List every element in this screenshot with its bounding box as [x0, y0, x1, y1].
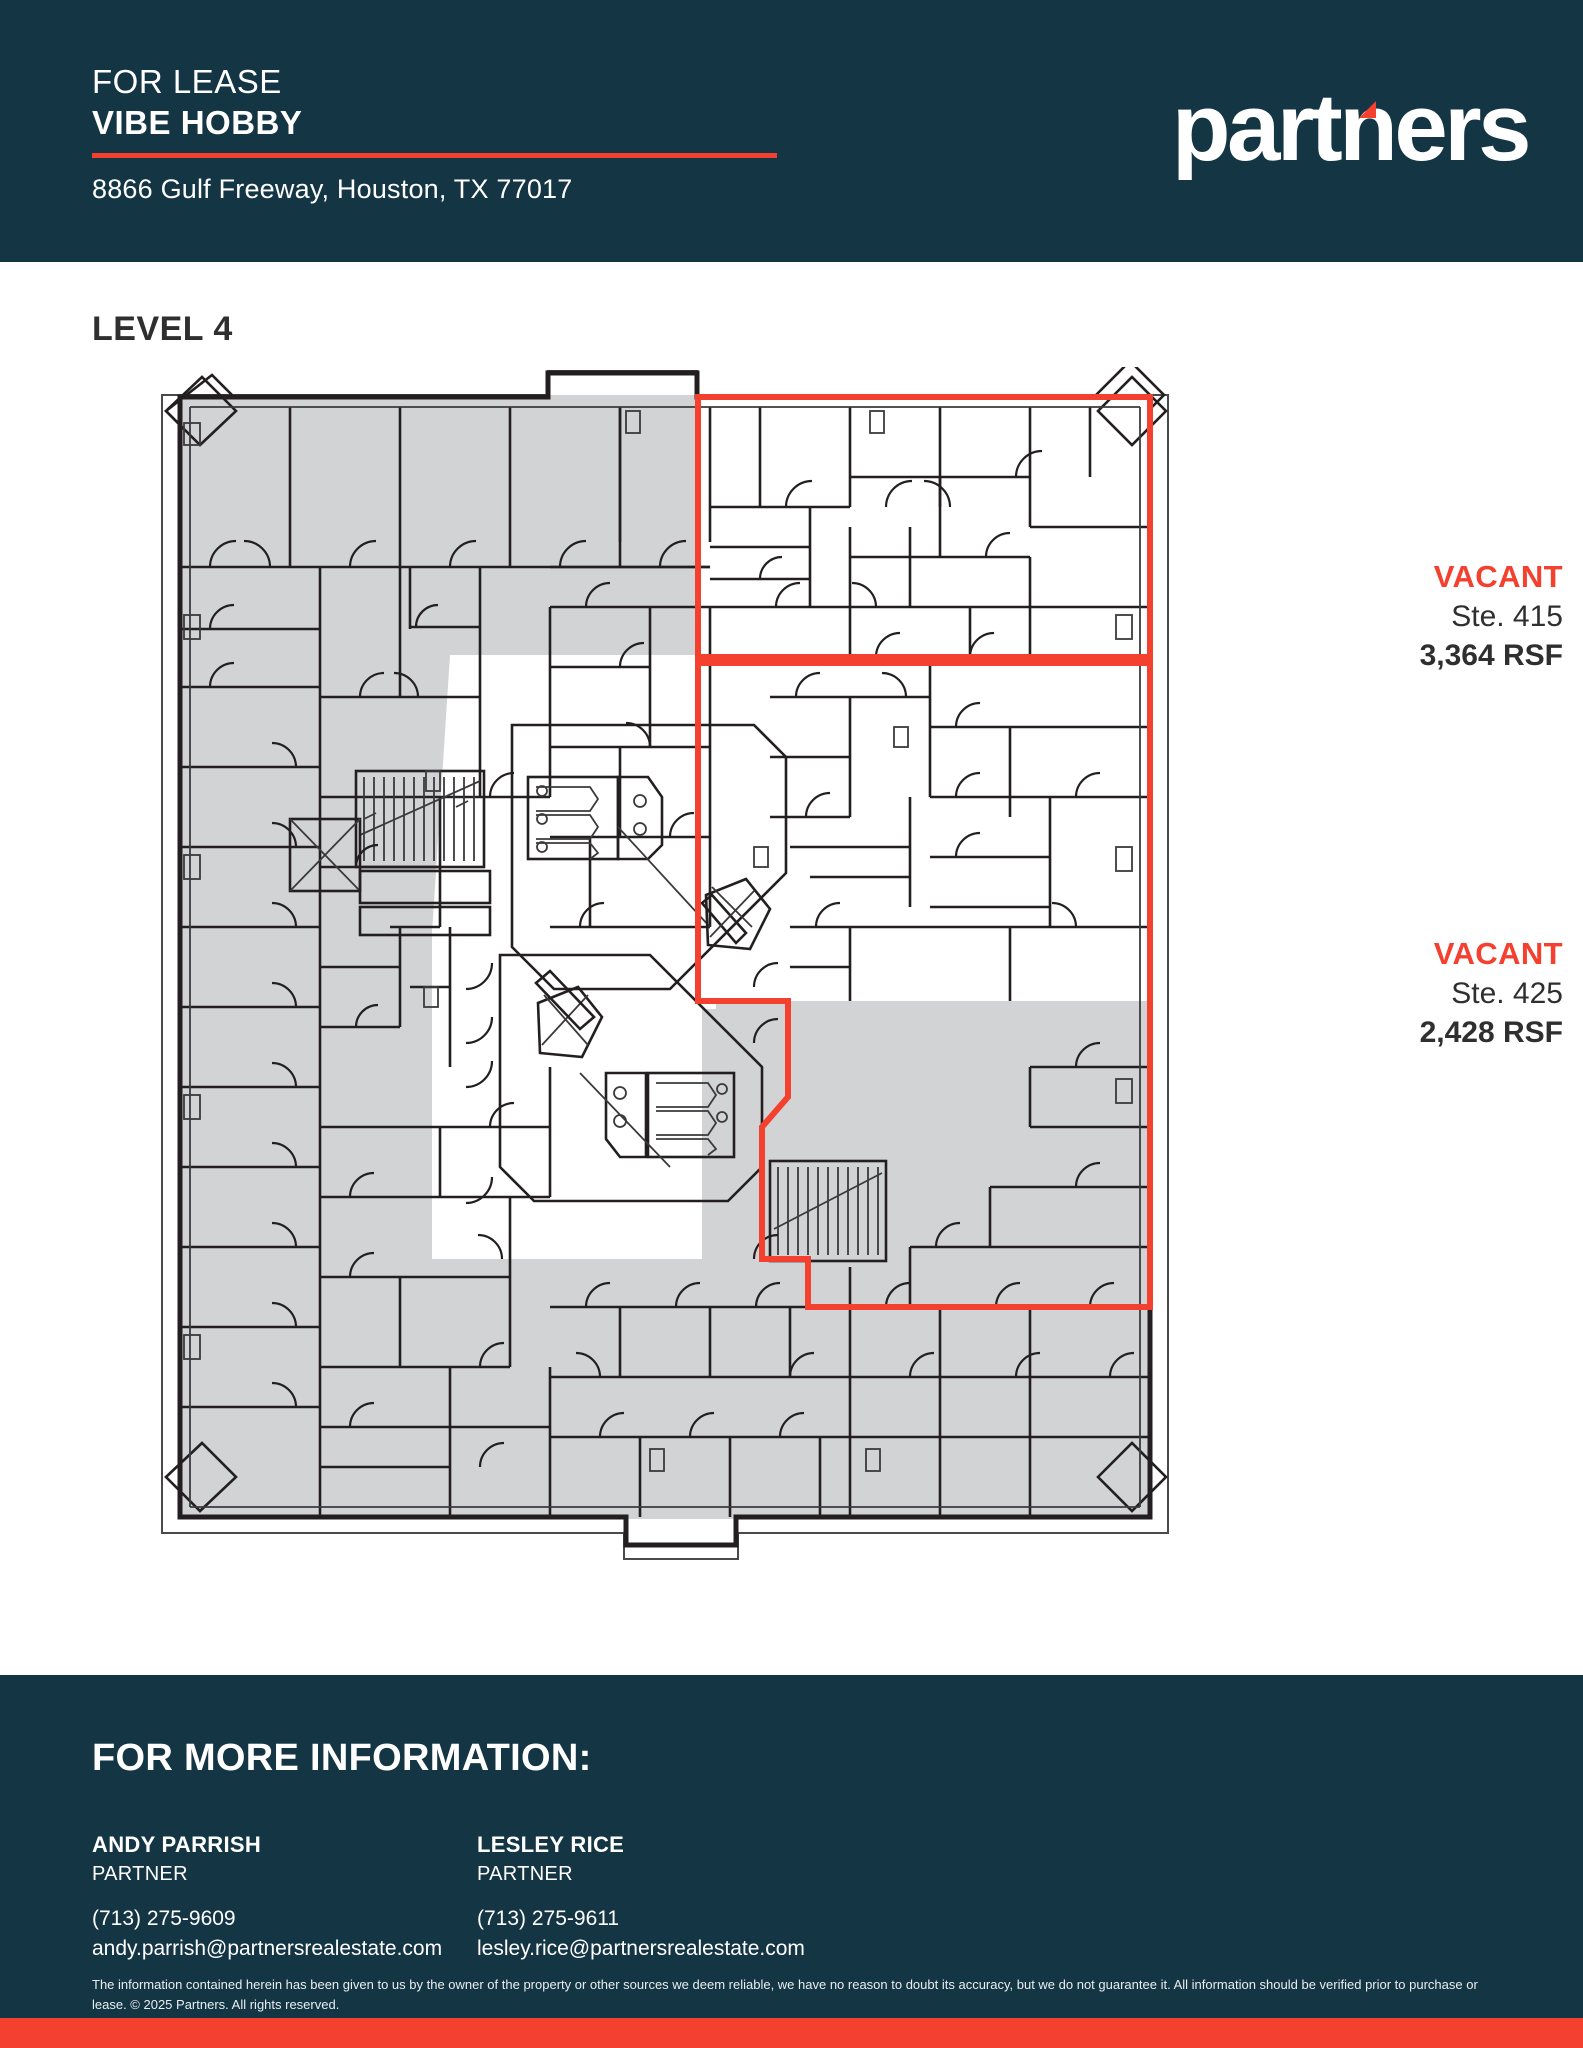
- suite-callout-425: VACANT Ste. 425 2,428 RSF: [1293, 935, 1563, 1052]
- suite-415-partitions: [710, 407, 1150, 659]
- contact-role: PARTNER: [477, 1862, 573, 1885]
- vacant-suite-highlights: [695, 394, 1153, 1310]
- contact-phone[interactable]: (713) 275-9609: [92, 1906, 236, 1930]
- status-badge: VACANT: [1433, 559, 1563, 594]
- status-badge: VACANT: [1433, 936, 1563, 971]
- contact-phone[interactable]: (713) 275-9611: [477, 1906, 620, 1930]
- contact-email[interactable]: lesley.rice@partnersrealestate.com: [477, 1937, 805, 1961]
- legal-disclaimer: The information contained herein has bee…: [92, 1977, 1478, 2013]
- suite-415-outline: [695, 394, 1153, 660]
- window-sills: [189, 406, 1141, 1508]
- contact-name: LESLEY RICE: [477, 1832, 625, 1857]
- page-title: LEVEL 4: [92, 310, 233, 348]
- restroom-south: [604, 1071, 736, 1159]
- contacts-list: ANDY PARRISH PARTNER (713) 275-9609 andy…: [92, 1830, 862, 1965]
- floorplan-drawing: .w { fill:none; stroke:#231f20; stroke-w…: [150, 367, 1310, 1607]
- logo-wordmark: partners: [1171, 74, 1532, 181]
- perimeter-walls: [177, 370, 1153, 1548]
- suite-number: Ste. 425: [1451, 976, 1563, 1010]
- suite-area: 2,428 RSF: [1419, 1015, 1563, 1049]
- stair-south: [768, 1159, 888, 1263]
- spacer: [92, 1888, 477, 1904]
- for-lease-eyebrow: FOR LEASE: [92, 62, 282, 100]
- corner-entries: [164, 375, 1168, 1513]
- page-header: FOR LEASE VIBE HOBBY 8866 Gulf Freeway, …: [0, 0, 1583, 262]
- contact-card: ANDY PARRISH PARTNER (713) 275-9609 andy…: [92, 1830, 477, 1965]
- core-detail: [288, 723, 888, 1263]
- column-marks: [183, 410, 1133, 1472]
- suite-number: Ste. 415: [1451, 599, 1563, 633]
- logo-wrap: partners: [1171, 74, 1532, 181]
- west-wing-partitions: [178, 397, 622, 1517]
- header-text-block: FOR LEASE VIBE HOBBY 8866 Gulf Freeway, …: [0, 57, 777, 205]
- brand-logo: partners: [1172, 80, 1583, 182]
- suite-area: 3,364 RSF: [1419, 638, 1563, 672]
- contact-email[interactable]: andy.parrish@partnersrealestate.com: [92, 1937, 443, 1961]
- logo-accent-triangle-icon: [1358, 101, 1376, 118]
- footer-red-bar: [0, 2018, 1583, 2048]
- floorplan-section: LEVEL 4 .w { fill:none; stroke:#231f20; …: [0, 262, 1583, 1645]
- floorplan-svg: .w { fill:none; stroke:#231f20; stroke-w…: [161, 367, 1169, 1560]
- property-name: VIBE HOBBY: [92, 103, 303, 141]
- restroom-north: [526, 775, 664, 861]
- north-wing-partitions: [550, 407, 712, 929]
- building-core: [432, 655, 716, 1259]
- contact-name: ANDY PARRISH: [92, 1832, 262, 1857]
- footer-heading: FOR MORE INFORMATION:: [92, 1737, 592, 1779]
- page-footer: FOR MORE INFORMATION: ANDY PARRISH PARTN…: [0, 1675, 1583, 2048]
- core-mech-shapes: [617, 826, 772, 951]
- core-mech-shapes-2: [534, 969, 671, 1168]
- contact-card: LESLEY RICE PARTNER (713) 275-9611 lesle…: [477, 1830, 862, 1965]
- header-red-rule: [92, 153, 777, 159]
- suite-callout-415: VACANT Ste. 415 3,364 RSF: [1293, 558, 1563, 675]
- property-address: 8866 Gulf Freeway, Houston, TX 77017: [92, 174, 573, 205]
- contact-role: PARTNER: [92, 1862, 188, 1885]
- spacer: [477, 1888, 862, 1904]
- suite-425-partitions: [770, 663, 1150, 1001]
- suite-425-outline: [695, 660, 1153, 1310]
